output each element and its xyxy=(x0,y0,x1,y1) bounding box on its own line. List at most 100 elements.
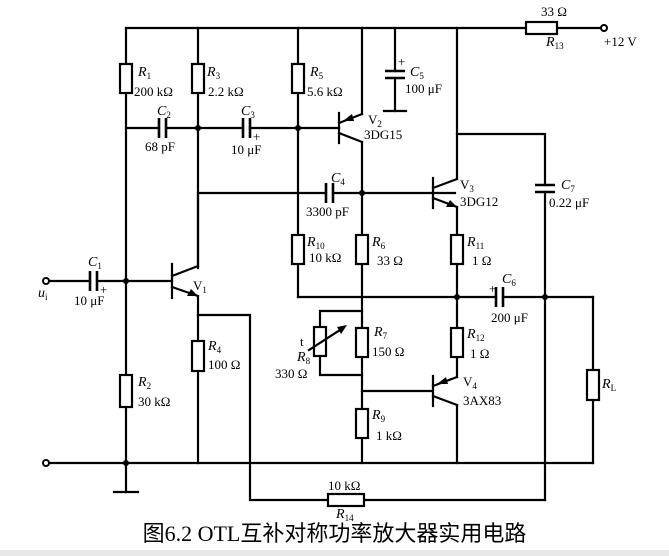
label-r6: R6 xyxy=(371,235,386,251)
label-c2: C2 xyxy=(157,104,171,120)
label-r10: R10 xyxy=(306,235,325,251)
resistor-r5 xyxy=(290,62,306,95)
label-c6: C6 xyxy=(502,272,516,288)
ground-terminal xyxy=(42,459,50,467)
supply-voltage-label: +12 V xyxy=(604,34,637,49)
capacitor-c4 xyxy=(324,183,335,203)
label-r1: R1 xyxy=(137,65,151,81)
capacitor-c1 xyxy=(88,271,99,291)
label-v4: V4 xyxy=(463,374,477,391)
value-r1: 200 kΩ xyxy=(134,84,173,99)
value-r9: 1 kΩ xyxy=(376,428,402,443)
junction-dot xyxy=(295,125,301,131)
wire-c7-top xyxy=(455,132,547,187)
input-terminal xyxy=(42,277,50,285)
label-c5: C5 xyxy=(410,65,424,81)
value-r13: 33 Ω xyxy=(541,4,567,19)
resistors xyxy=(118,20,601,508)
label-r5: R5 xyxy=(309,65,324,81)
input-label: ui xyxy=(38,286,48,302)
resistor-r3 xyxy=(190,62,206,95)
value-r7: 150 Ω xyxy=(372,344,404,359)
junction-dot xyxy=(454,294,460,300)
wires xyxy=(47,26,603,502)
resistor-r6 xyxy=(354,233,370,266)
v4-emitter-arrow xyxy=(437,377,448,384)
label-r3: R3 xyxy=(206,65,221,81)
resistor-r1 xyxy=(118,62,134,95)
label-r2: R2 xyxy=(137,375,151,391)
junction-dot xyxy=(123,278,129,284)
resistor-r2 xyxy=(118,373,134,409)
capacitor-c7 xyxy=(535,183,555,194)
label-r11: R11 xyxy=(466,235,484,251)
value-r11: 1 Ω xyxy=(472,253,491,268)
resistor-r7 xyxy=(354,326,370,359)
label-c4: C4 xyxy=(331,171,345,187)
value-r8: 330 Ω xyxy=(275,366,307,381)
figure-caption: 图6.2 OTL互补对称功率放大器实用电路 xyxy=(142,521,527,546)
label-r12: R12 xyxy=(466,327,485,343)
label-v3: V3 xyxy=(460,177,474,194)
label-r13: R13 xyxy=(545,35,564,51)
v3-emitter-arrow xyxy=(446,200,457,207)
label-r8: R8 xyxy=(296,350,311,366)
value-r12: 1 Ω xyxy=(470,346,489,361)
c3-polarity: + xyxy=(253,129,260,144)
value-c7: 0.22 μF xyxy=(549,195,589,210)
resistor-r14 xyxy=(326,492,366,508)
transistor-v2 xyxy=(337,111,364,145)
wire-v1-emitter-loop xyxy=(196,313,330,502)
bottom-strip xyxy=(0,550,669,556)
r8-thermistor-mark: t xyxy=(300,334,304,349)
capacitor-c2 xyxy=(157,118,168,138)
label-rl: RL xyxy=(601,377,616,393)
label-r14: R14 xyxy=(335,507,354,523)
junction-dot xyxy=(359,190,365,196)
transistor-v1 xyxy=(170,193,200,300)
value-r14: 10 kΩ xyxy=(328,478,360,493)
value-c5: 100 μF xyxy=(405,81,442,96)
label-r9: R9 xyxy=(371,408,386,424)
junction-dot xyxy=(123,460,129,466)
type-v3: 3DG12 xyxy=(460,194,498,209)
junction-dot xyxy=(542,294,548,300)
type-v4: 3AX83 xyxy=(463,393,501,408)
value-r2: 30 kΩ xyxy=(138,394,170,409)
resistor-r4 xyxy=(190,339,206,373)
label-c3: C3 xyxy=(241,104,255,120)
label-c7: C7 xyxy=(561,178,575,194)
transistor-v4 xyxy=(431,374,459,408)
value-c6: 200 μF xyxy=(491,310,528,325)
label-r7: R7 xyxy=(373,325,388,341)
value-r3: 2.2 kΩ xyxy=(208,84,244,99)
value-r5: 5.6 kΩ xyxy=(307,84,343,99)
v2-emitter-arrow xyxy=(343,114,354,121)
thermistor-arrow xyxy=(307,326,345,352)
value-r10: 10 kΩ xyxy=(309,250,341,265)
value-r4: 100 Ω xyxy=(208,357,240,372)
capacitor-c6 xyxy=(494,287,505,307)
capacitors xyxy=(88,69,555,307)
value-c3: 10 μF xyxy=(231,142,261,157)
c6-polarity: + xyxy=(489,281,496,296)
label-v2: V2 xyxy=(368,112,382,129)
value-c2: 68 pF xyxy=(145,139,175,154)
junction-dot xyxy=(195,125,201,131)
c5-polarity: + xyxy=(398,54,405,69)
type-v2: 3DG15 xyxy=(364,127,402,142)
label-c1: C1 xyxy=(88,255,102,271)
value-c4: 3300 pF xyxy=(306,204,349,219)
capacitor-c3 xyxy=(241,118,252,138)
resistor-r8 xyxy=(312,325,328,358)
value-r6: 33 Ω xyxy=(377,253,403,268)
resistor-r12 xyxy=(449,326,465,359)
v1-emitter-arrow xyxy=(187,289,198,296)
labels: R1 200 kΩ R3 2.2 kΩ R5 5.6 kΩ C2 68 pF C… xyxy=(38,4,637,523)
capacitor-c5 xyxy=(385,69,405,80)
resistor-r9 xyxy=(354,407,370,440)
resistor-r10 xyxy=(290,233,306,266)
wire-r8-loop-bottom xyxy=(318,354,364,377)
transistor-v3 xyxy=(431,176,459,210)
